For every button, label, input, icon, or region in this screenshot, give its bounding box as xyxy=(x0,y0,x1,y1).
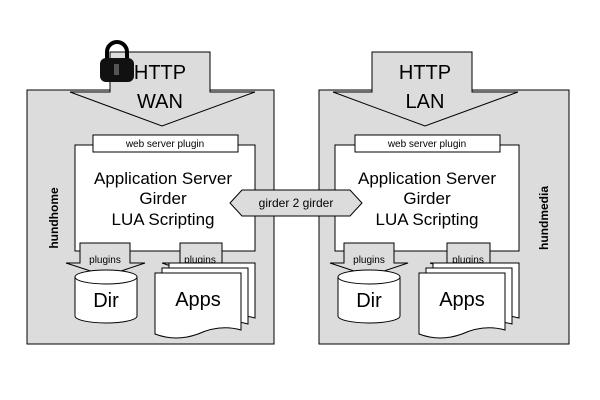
wan-label: WAN xyxy=(137,91,183,113)
plugins-dir-label: plugins xyxy=(89,255,121,266)
host-hundhome: HTTP WAN web server plugin Application S… xyxy=(26,40,275,345)
document-stack-icon xyxy=(154,262,256,339)
apps-label: Apps xyxy=(175,289,221,311)
host-name: hundmedia xyxy=(537,186,551,250)
apps-label: Apps xyxy=(439,289,485,311)
host-hundmedia: HTTP LAN web server plugin Application S… xyxy=(318,51,570,345)
http-lan-arrow xyxy=(332,51,519,127)
http-label: HTTP xyxy=(399,62,451,84)
plugins-dir-label: plugins xyxy=(353,255,385,266)
web-server-plugin-box xyxy=(92,134,239,153)
app-server-box xyxy=(334,144,520,252)
app-line-2: Girder xyxy=(139,189,187,208)
dir-label: Dir xyxy=(93,290,119,312)
plugins-dir-arrow xyxy=(65,242,146,277)
app-line-2: Girder xyxy=(403,189,451,208)
app-line-1: Application Server xyxy=(94,169,232,188)
plugins-dir-arrow xyxy=(329,242,409,277)
link-label: girder 2 girder xyxy=(259,196,334,210)
web-server-plugin-label: web server plugin xyxy=(125,139,204,150)
app-line-3: LUA Scripting xyxy=(376,210,479,229)
database-icon xyxy=(74,269,138,324)
http-label: HTTP xyxy=(134,62,186,84)
lock-icon xyxy=(100,40,134,82)
app-line-3: LUA Scripting xyxy=(112,210,215,229)
database-icon xyxy=(337,269,401,324)
dir-label: Dir xyxy=(356,290,382,312)
plugins-apps-label: plugins xyxy=(184,255,216,266)
web-server-plugin-box xyxy=(354,134,501,153)
double-arrow-icon xyxy=(229,189,363,217)
lan-label: LAN xyxy=(406,91,445,113)
girder-link: girder 2 girder xyxy=(229,189,363,217)
web-server-plugin-label: web server plugin xyxy=(387,139,466,150)
document-stack-icon xyxy=(418,262,520,339)
host-name: hundhome xyxy=(47,187,61,249)
app-line-1: Application Server xyxy=(358,169,496,188)
plugins-apps-label: plugins xyxy=(452,255,484,266)
